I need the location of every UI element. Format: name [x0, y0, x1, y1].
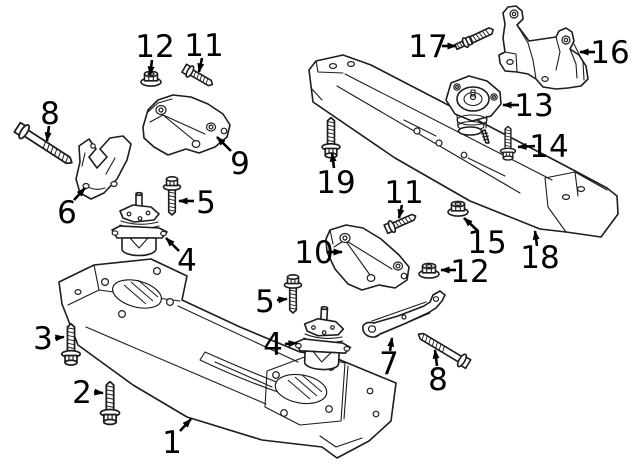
callout-number[interactable]: 17	[408, 29, 447, 65]
callout-number[interactable]: 12	[450, 254, 489, 290]
part-drawing-crossmember-lower	[58, 258, 397, 459]
callout-number[interactable]: 3	[33, 321, 53, 357]
callout-arrow	[397, 204, 405, 219]
part-drawing-bolt-5-upper	[162, 176, 182, 216]
part-drawing-bolt-2	[99, 380, 121, 426]
part-drawing-bracket-7	[362, 290, 446, 338]
callout-number[interactable]: 15	[467, 225, 506, 261]
callout-17[interactable]: 17	[408, 29, 457, 65]
callout-5-upper[interactable]: 5	[178, 185, 216, 221]
callout-4-lower[interactable]: 4	[263, 327, 298, 363]
callout-arrow	[329, 152, 337, 169]
callout-number[interactable]: 18	[520, 240, 559, 276]
callout-number[interactable]: 5	[196, 185, 216, 221]
callout-16[interactable]: 16	[579, 35, 630, 71]
callout-arrow	[517, 143, 536, 150]
part-drawing-bracket-16	[498, 5, 589, 90]
callout-12-mid[interactable]: 12	[440, 254, 490, 290]
callout-arrow	[387, 337, 395, 352]
callout-arrow	[463, 217, 479, 232]
part-drawing-bolt-5-lower	[283, 273, 303, 314]
callout-number[interactable]: 2	[72, 375, 92, 411]
callout-number[interactable]: 13	[514, 88, 553, 124]
callout-arrow	[197, 57, 205, 73]
callout-9[interactable]: 9	[216, 136, 250, 182]
callout-arrow	[532, 230, 540, 247]
callout-arrow	[179, 418, 192, 432]
callout-14[interactable]: 14	[517, 129, 569, 165]
callout-6[interactable]: 6	[57, 187, 86, 231]
callout-8-left[interactable]: 8	[40, 96, 60, 142]
callout-number[interactable]: 8	[428, 362, 448, 398]
callout-number[interactable]: 6	[57, 195, 77, 231]
part-drawing-nut-12-mid	[418, 262, 440, 279]
part-drawing-engine-mount-upper	[111, 191, 168, 257]
callout-number[interactable]: 12	[135, 29, 174, 65]
callout-number[interactable]: 7	[379, 346, 399, 382]
callout-5-lower[interactable]: 5	[255, 284, 288, 320]
part-drawing-bracket-10	[325, 224, 410, 291]
callout-number[interactable]: 10	[294, 235, 333, 271]
part-drawing-bracket-6	[75, 135, 132, 200]
callout-19[interactable]: 19	[316, 152, 356, 201]
callout-arrow	[54, 334, 65, 342]
callout-arrow	[284, 340, 298, 348]
callout-number[interactable]: 11	[384, 175, 423, 211]
callout-number[interactable]: 8	[40, 96, 60, 132]
part-drawing-stud-17	[453, 24, 497, 53]
callout-number[interactable]: 5	[255, 284, 275, 320]
callout-arrow	[73, 187, 86, 201]
callout-10[interactable]: 10	[294, 235, 343, 271]
callout-18[interactable]: 18	[520, 230, 560, 276]
callout-3[interactable]: 3	[33, 321, 65, 357]
callout-number[interactable]: 14	[529, 129, 568, 165]
callout-arrow	[44, 125, 52, 142]
callout-number[interactable]: 4	[263, 327, 283, 363]
callout-15[interactable]: 15	[463, 217, 507, 261]
callout-arrow	[432, 349, 440, 367]
callout-12-top[interactable]: 12	[135, 29, 175, 76]
part-drawing-nut-15	[447, 200, 469, 217]
part-drawing-bolt-19	[321, 116, 341, 159]
callout-number[interactable]: 19	[316, 165, 355, 201]
callout-13[interactable]: 13	[502, 88, 554, 124]
part-drawing-transmission-mount-13	[445, 75, 502, 144]
callout-2[interactable]: 2	[72, 375, 104, 411]
callout-number[interactable]: 11	[184, 28, 223, 64]
callout-1[interactable]: 1	[162, 418, 192, 461]
callout-4-upper[interactable]: 4	[165, 237, 197, 279]
callout-11-mid[interactable]: 11	[384, 175, 424, 219]
callout-arrow	[276, 296, 288, 304]
part-drawing-crossmember-upper	[308, 54, 619, 238]
part-drawing-bracket-9	[142, 94, 231, 156]
callout-arrow	[216, 136, 232, 152]
part-drawing-bolt-11-top	[180, 62, 217, 91]
callout-number[interactable]: 16	[590, 35, 629, 71]
callout-arrow	[93, 388, 104, 396]
callout-8-lower[interactable]: 8	[428, 349, 448, 398]
callout-11-top[interactable]: 11	[184, 28, 224, 73]
callout-7[interactable]: 7	[379, 337, 399, 382]
callout-arrow	[147, 59, 155, 76]
callout-number[interactable]: 1	[162, 425, 182, 461]
callout-number[interactable]: 4	[177, 243, 197, 279]
callout-number[interactable]: 9	[230, 146, 250, 182]
callout-arrow	[165, 237, 180, 252]
